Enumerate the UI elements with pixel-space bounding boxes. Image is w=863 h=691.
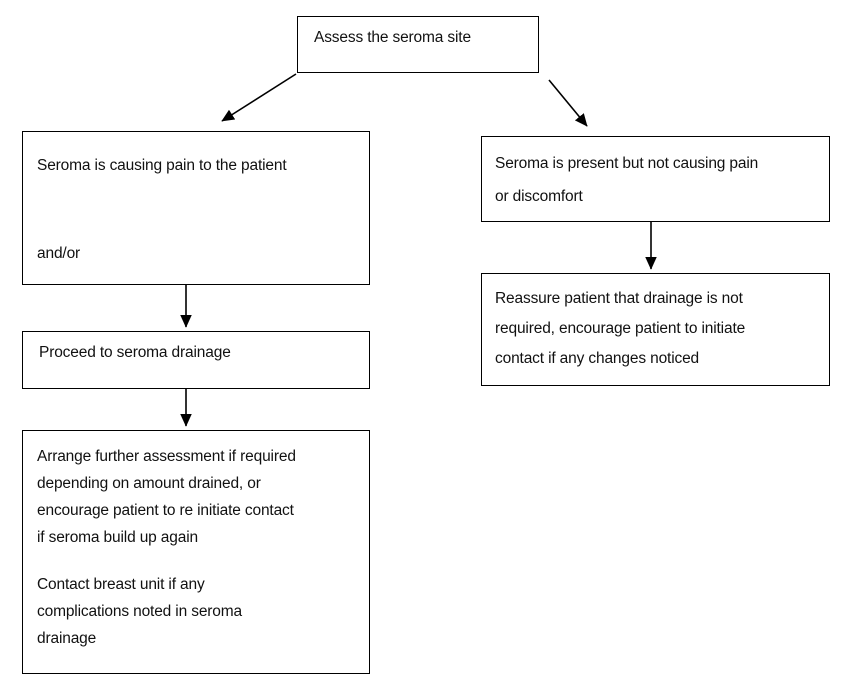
node-proceed-to-drainage-label: Proceed to seroma drainage [39, 344, 231, 361]
edge-assess-to-present [548, 79, 588, 127]
node-assess-seroma-site-label: Assess the seroma site [314, 29, 471, 46]
node-arrange-further-assessment[interactable]: Arrange further assessment if required d… [22, 430, 370, 674]
edge-assess-to-pain [221, 73, 297, 122]
node-assess-seroma-site[interactable]: Assess the seroma site [297, 16, 539, 73]
node-proceed-to-drainage[interactable]: Proceed to seroma drainage [22, 331, 370, 389]
node-contact-breast-unit-label: Contact breast unit if any complications… [37, 576, 243, 647]
node-seroma-present-no-pain[interactable]: Seroma is present but not causing pain o… [481, 136, 830, 222]
node-reassure-patient-label: Reassure patient that drainage is not re… [495, 290, 746, 367]
node-arrange-further-assessment-label: Arrange further assessment if required d… [37, 448, 296, 546]
node-seroma-causing-pain[interactable]: Seroma is causing pain to the patient an… [22, 131, 370, 350]
node-seroma-present-no-pain-label: Seroma is present but not causing pain o… [495, 155, 759, 205]
node-reassure-patient[interactable]: Reassure patient that drainage is not re… [481, 273, 830, 386]
